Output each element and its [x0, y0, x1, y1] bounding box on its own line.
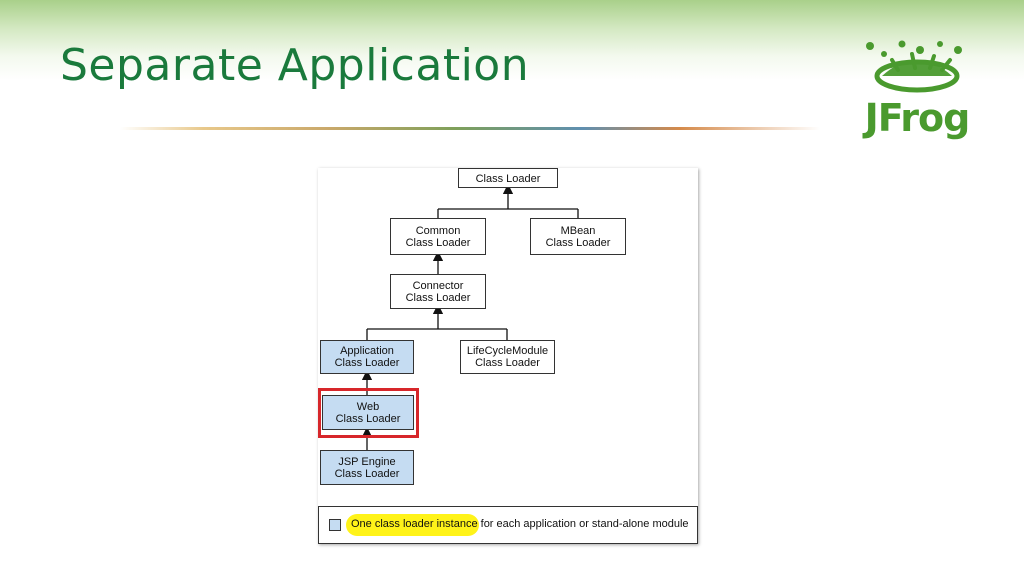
common-class-loader-node: Common Class Loader — [390, 218, 486, 255]
parent-class-loader-node: Class Loader — [458, 168, 558, 188]
node-label: Class Loader — [334, 467, 400, 480]
header-band — [0, 0, 1024, 80]
node-label: Class Loader — [405, 291, 471, 304]
node-label: Class Loader — [475, 357, 540, 369]
slide-title: Separate Application — [60, 40, 530, 91]
legend-rest-text: for each application or stand-alone modu… — [477, 518, 689, 530]
diagram-legend: One class loader instance for each appli… — [318, 506, 698, 544]
hierarchy-links — [361, 183, 579, 450]
node-label: Class Loader — [545, 236, 611, 249]
connector-class-loader-node: Connector Class Loader — [390, 274, 486, 309]
legend-text: One class loader instance for each appli… — [351, 518, 689, 530]
lifecycle-module-class-loader-node: LifeCycleModule Class Loader — [460, 340, 555, 374]
legend-swatch — [329, 519, 341, 531]
legend-highlighted-text: One class loader instance — [351, 518, 478, 530]
web-class-loader-node: Web Class Loader — [322, 395, 414, 430]
frog-splash-icon — [866, 40, 962, 93]
node-label: Class Loader — [475, 173, 541, 185]
title-divider — [120, 127, 820, 130]
node-label: Connector — [412, 279, 464, 292]
logo-wordmark: JFrog — [864, 96, 971, 140]
class-loader-diagram: Class Loader Common Class Loader MBean C… — [318, 168, 698, 544]
mbean-class-loader-node: MBean Class Loader — [530, 218, 626, 255]
application-class-loader-node: Application Class Loader — [320, 340, 414, 374]
node-label: Class Loader — [335, 412, 401, 425]
jfrog-logo: JFrog — [862, 40, 972, 146]
jsp-engine-class-loader-node: JSP Engine Class Loader — [320, 450, 414, 485]
node-label: LifeCycleModule — [466, 345, 549, 357]
node-label: Application — [340, 345, 394, 357]
web-class-loader-highlight — [318, 388, 419, 438]
node-label: Class Loader — [405, 236, 471, 249]
node-label: Web — [356, 400, 380, 413]
node-label: MBean — [560, 224, 596, 237]
node-label: Common — [415, 224, 461, 237]
node-label: Class Loader — [334, 357, 400, 369]
node-label: JSP Engine — [338, 455, 396, 468]
highlighter-mark — [346, 514, 479, 536]
